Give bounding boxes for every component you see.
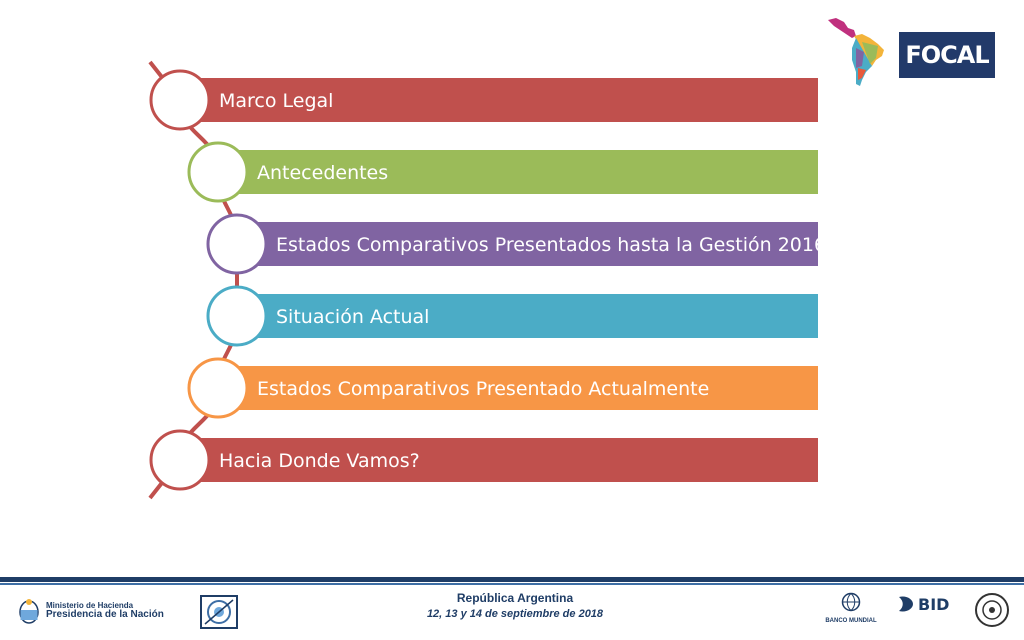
connector-path — [148, 60, 240, 500]
step-label: Situación Actual — [276, 306, 429, 328]
step-bar — [180, 438, 818, 482]
bid-logo: BID — [896, 594, 949, 614]
footer-divider-thin — [0, 583, 1024, 585]
step-marker-circle — [149, 69, 211, 131]
step-marker-circle — [206, 213, 268, 275]
step-bar — [180, 78, 818, 122]
step-label: Antecedentes — [257, 162, 388, 184]
event-dates: 12, 13 y 14 de septiembre de 2018 — [426, 607, 604, 620]
event-country: República Argentina — [456, 591, 574, 605]
step-item: Estados Comparativos Presentados hasta l… — [206, 213, 826, 275]
step-item: Estados Comparativos Presentado Actualme… — [187, 357, 818, 419]
globe-icon — [841, 592, 861, 612]
step-item: Marco Legal — [149, 69, 818, 131]
step-marker-circle — [149, 429, 211, 491]
step-bar — [218, 150, 818, 194]
bid-label: BID — [918, 594, 950, 614]
connector-curve — [148, 60, 240, 500]
ministry-logo: Ministerio de Hacienda Presidencia de la… — [18, 596, 164, 626]
bid-mark-icon — [899, 596, 913, 612]
step-label: Estados Comparativos Presentados hasta l… — [276, 234, 826, 256]
step-label: Marco Legal — [219, 90, 333, 112]
step-item: Hacia Donde Vamos? — [149, 429, 818, 491]
conference-emblem-icon — [200, 595, 238, 629]
ministry-name: Ministerio de Hacienda — [46, 600, 134, 610]
step-item: Situación Actual — [206, 285, 818, 347]
world-bank-label: BANCO MUNDIAL — [825, 618, 877, 624]
event-info: República Argentina 12, 13 y 14 de septi… — [360, 591, 670, 621]
step-item: Antecedentes — [187, 141, 818, 203]
step-bar — [237, 294, 818, 338]
step-label: Estados Comparativos Presentado Actualme… — [257, 378, 709, 400]
step-label: Hacia Donde Vamos? — [219, 450, 420, 472]
step-marker-circle — [187, 141, 249, 203]
footer-divider — [0, 577, 1024, 582]
step-bar — [237, 222, 818, 266]
world-bank-logo: BANCO MUNDIAL — [822, 592, 880, 624]
presidency-name: Presidencia de la Nación — [46, 608, 164, 620]
imf-seal-icon — [975, 593, 1009, 627]
step-marker-circle — [206, 285, 268, 347]
argentina-shield-icon — [19, 599, 39, 624]
latin-america-map-logo — [828, 18, 884, 86]
step-marker-circle — [187, 357, 249, 419]
focal-logo: FOCAL — [899, 32, 995, 78]
step-bar — [218, 366, 818, 410]
